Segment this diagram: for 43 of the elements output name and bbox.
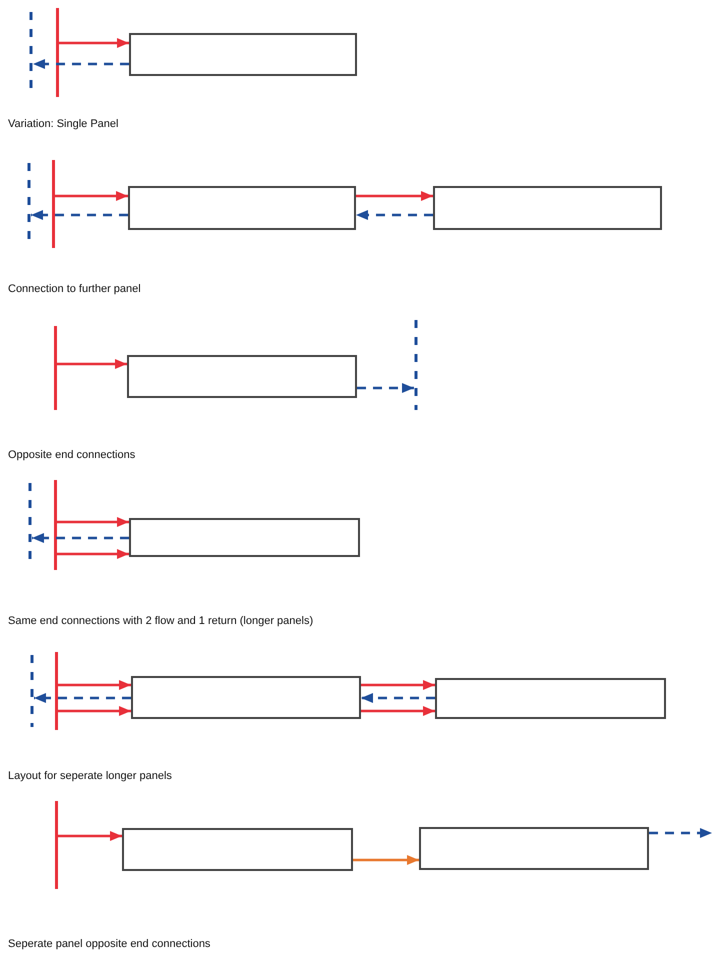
arrow [361, 680, 435, 690]
arrow [649, 828, 712, 838]
return-pipe [414, 320, 418, 410]
panel-box [122, 828, 353, 871]
flow-pipe [55, 801, 58, 889]
arrow [32, 533, 129, 543]
panel-box [127, 355, 357, 398]
arrow [31, 210, 128, 220]
panel-box [435, 678, 666, 719]
arrow [357, 383, 414, 393]
panel-box [128, 186, 356, 230]
caption: Same end connections with 2 flow and 1 return (longer panels) [8, 615, 314, 627]
arrow [55, 191, 128, 201]
arrow [59, 38, 129, 48]
arrow [353, 855, 419, 865]
arrow [34, 693, 131, 703]
flow-pipe [55, 652, 58, 730]
arrow [33, 59, 129, 69]
arrow [58, 680, 131, 690]
flow-pipe [52, 160, 55, 248]
panel-box [129, 33, 357, 76]
caption: Connection to further panel [8, 283, 141, 295]
caption: Layout for seperate longer panels [8, 770, 172, 782]
arrow [57, 549, 129, 559]
arrow [356, 191, 433, 201]
panel-box [131, 676, 361, 719]
arrow [356, 210, 433, 220]
arrow [361, 706, 435, 716]
caption: Variation: Single Panel [8, 118, 118, 130]
panel-box [129, 518, 360, 557]
flow-pipe [56, 8, 59, 97]
arrow [361, 693, 435, 703]
flow-pipe [54, 326, 57, 410]
arrow [57, 517, 129, 527]
panel-box [433, 186, 662, 230]
flow-pipe [54, 480, 57, 570]
caption: Seperate panel opposite end connections [8, 938, 210, 950]
arrow [58, 706, 131, 716]
caption: Opposite end connections [8, 449, 136, 461]
arrow [57, 359, 127, 369]
arrow [58, 831, 122, 841]
panel-box [419, 827, 649, 870]
return-pipe [30, 655, 34, 727]
